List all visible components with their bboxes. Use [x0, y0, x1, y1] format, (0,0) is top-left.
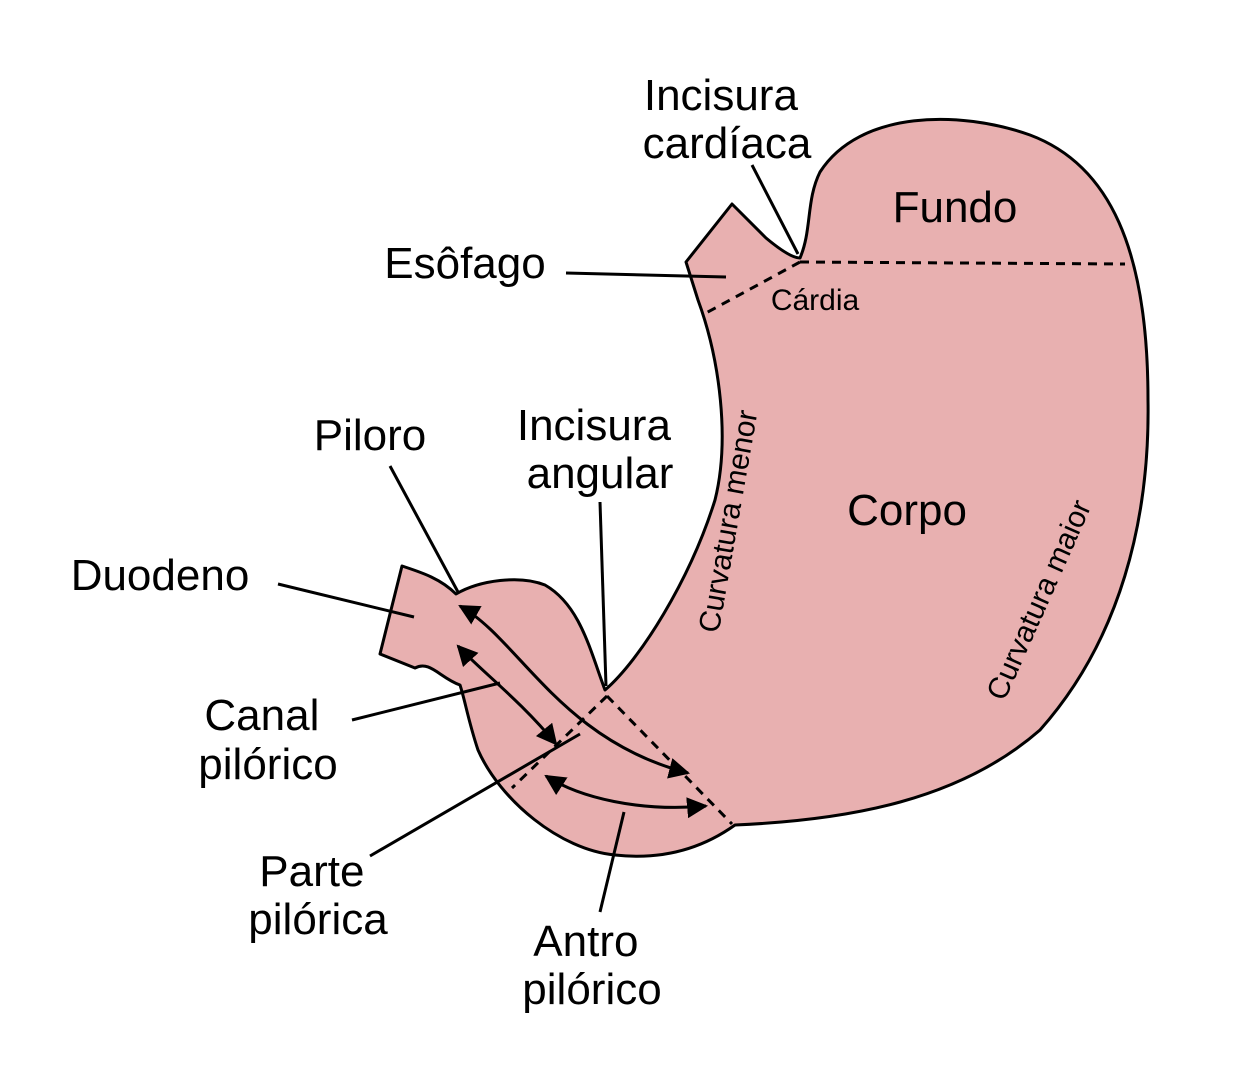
angular-divider-body	[605, 694, 734, 826]
label-parte-pilorica: Parte pilórica	[248, 847, 388, 944]
fundus-divider	[799, 260, 1126, 266]
label-fundo: Fundo	[893, 183, 1018, 232]
leader-incisura-angular	[598, 501, 608, 687]
label-canal-pilorico: Canal pilórico	[198, 691, 337, 789]
label-incisura-cardiaca: Incisura cardíaca	[643, 71, 812, 168]
piloric-canal-arrow	[456, 644, 558, 746]
leader-duodeno	[277, 582, 415, 619]
leader-esofago	[565, 271, 727, 279]
label-antro-pilorico: Antro pilórico	[522, 917, 661, 1014]
cardia-divider	[705, 260, 801, 315]
leader-canal-pilorico	[351, 681, 501, 722]
label-esofago: Esôfago	[384, 239, 545, 288]
stomach-shape	[378, 117, 1150, 858]
antrum-arrow	[544, 774, 709, 819]
label-incisura-angular: Incisura angular	[517, 401, 683, 498]
leader-parte-pilorica	[369, 732, 581, 858]
label-piloro: Piloro	[314, 411, 427, 460]
leader-incisura-cardiaca	[750, 164, 800, 255]
leader-piloro	[388, 465, 460, 593]
label-duodeno: Duodeno	[71, 551, 250, 600]
leader-antro-pilorico	[598, 811, 626, 913]
label-cardia: Cárdia	[771, 284, 860, 317]
label-corpo: Corpo	[847, 486, 967, 535]
